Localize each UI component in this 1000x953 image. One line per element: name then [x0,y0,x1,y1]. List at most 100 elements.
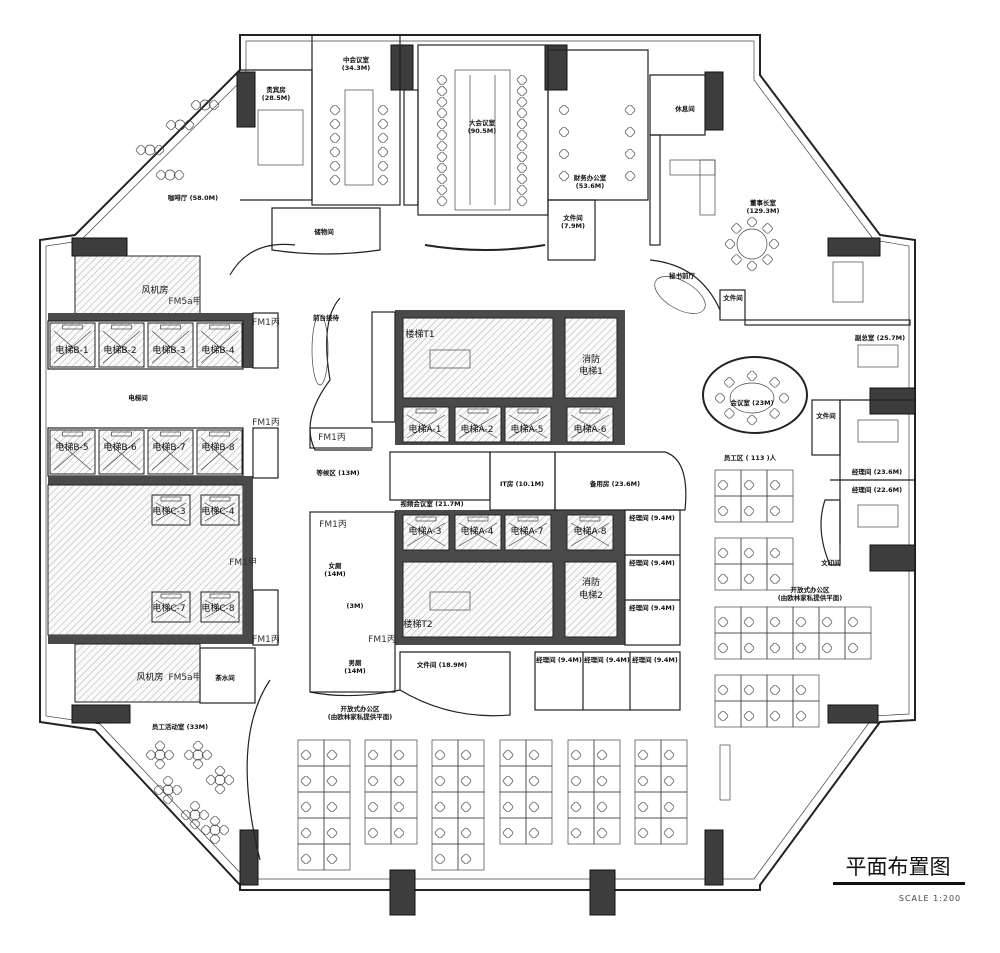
label-vip-area: (28.5M) [262,94,290,102]
label-manager-small-2: 经理间 (9.4M) [629,558,675,567]
workstation-desk [457,843,485,871]
chair [558,104,570,116]
chair [743,684,755,696]
label-mid-meeting-area: (34.3M) [342,64,370,72]
chair [329,132,341,144]
chair [326,827,338,839]
label-manager-small-1: 经理间 (9.4M) [629,513,675,522]
label-lift-b4: 电梯B-4 [201,344,234,356]
chair [717,684,729,696]
chair [300,801,312,813]
workstation-desk [593,817,621,845]
label-lift-a6: 电梯A-6 [574,423,607,435]
lift-cross [570,414,610,439]
chair [528,801,540,813]
chair [558,126,570,138]
label-manager-small-5: 经理间 (9.4M) [584,655,630,664]
left-core [47,255,279,704]
workstation-desk [844,632,872,660]
label-file-room-2: 文件间 [722,293,743,302]
chair [393,775,405,787]
chair [731,223,742,234]
chair [502,775,514,787]
label-male-wc: 男厕 [348,658,363,667]
lift-car [98,429,145,475]
workstation-cluster [714,469,794,523]
label-manager-2: 经理间 (22.6M) [852,485,902,494]
chair [154,740,166,752]
workstation-cluster [431,739,485,871]
chair [769,616,781,628]
lift-door [517,408,539,414]
label-fm1-bing-4: FM1丙 [319,519,347,530]
chair [436,96,448,108]
label-lift-lobby: 电梯间 [128,393,148,402]
lift-car [504,514,552,551]
label-open-office-1-note: (由欧林家私提供平面) [328,712,392,721]
chair [663,749,675,761]
lift-car [454,406,502,443]
label-female-wc-area: (14M) [324,570,345,578]
lift-car [151,494,191,526]
chair [434,853,446,865]
chair [528,775,540,787]
lift-cross [155,599,187,619]
workstation-desk [792,700,820,728]
chair [528,827,540,839]
label-file-room-1-area: (7.9M) [561,222,585,230]
label-fan-room-1: 风机房 [141,284,168,296]
title-underline [833,882,965,885]
chair [165,119,177,131]
chair [762,254,773,265]
chair [173,169,185,181]
chair [326,801,338,813]
chair [663,775,675,787]
lift-car [402,514,450,551]
lift-cross [508,522,548,547]
round-table [189,809,201,821]
label-fm5a-2: FM5a甲 [168,672,201,683]
chair [596,749,608,761]
chair [377,104,389,116]
chair [155,169,167,181]
label-lift-b8: 电梯B-8 [201,441,234,453]
label-manager-small-4: 经理间 (9.4M) [536,655,582,664]
chair [769,573,781,585]
label-open-office-2: 开放式办公区 [791,585,831,594]
label-lift-a1: 电梯A-1 [409,423,442,435]
chair [717,547,729,559]
lift-cross [53,330,92,364]
chair [189,818,201,830]
lift-door [111,324,132,330]
chair [436,129,448,141]
label-lift-a8: 电梯A-8 [574,525,607,537]
round-table [154,749,166,761]
label-file-room-1: 文件间 [562,213,583,222]
chair [558,148,570,160]
workstation-desk [323,843,351,871]
chair [743,616,755,628]
chair [377,160,389,172]
label-fire-lift-1b: 电梯1 [579,365,603,377]
lift-door [415,408,437,414]
chair [624,170,636,182]
label-it-room: IT房 (10.1M) [500,479,544,488]
chair [778,392,790,404]
lift-car [402,406,450,443]
chair [717,642,729,654]
chair [516,85,528,97]
label-manager-small-3: 经理间 (9.4M) [629,603,675,612]
round-table [162,784,174,796]
chair [570,827,582,839]
chair [746,216,758,228]
chair [743,642,755,654]
chair [596,801,608,813]
chair [329,160,341,172]
label-lift-a7: 电梯A-7 [511,525,544,537]
label-lift-a4: 电梯A-4 [461,525,494,537]
label-staff-area: 员工区 ( 113 )人 [724,453,777,462]
label-fm1-bing-1: FM1丙 [252,317,280,328]
chair [528,749,540,761]
chair [769,710,781,722]
